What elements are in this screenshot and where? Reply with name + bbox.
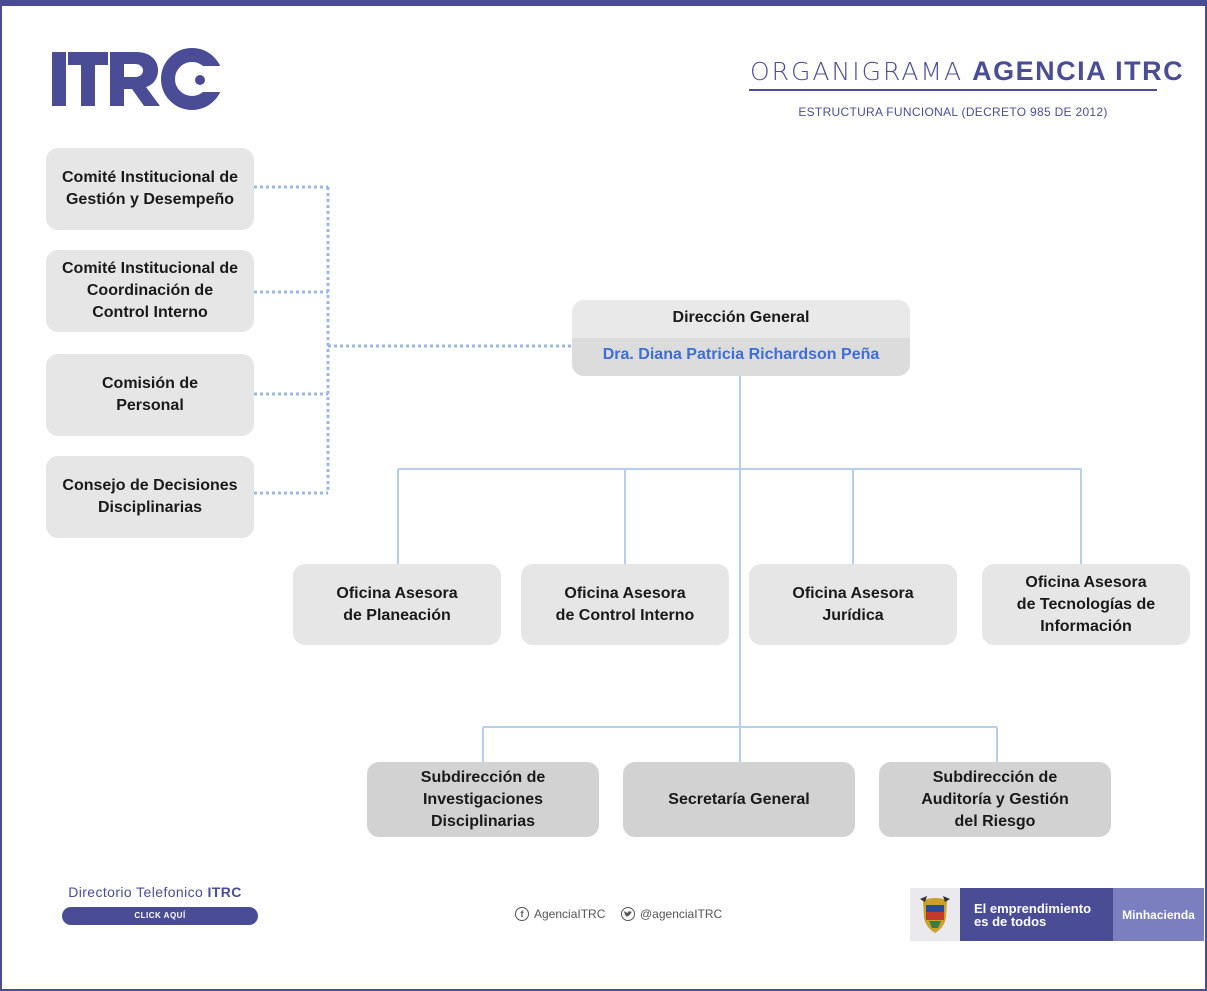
box-line: Subdirección de [420, 768, 546, 786]
facebook-icon: f [515, 907, 529, 921]
box-line: de Tecnologías de [1016, 595, 1156, 613]
committee-box: Consejo de Decisiones Disciplinarias [46, 456, 254, 538]
twitter-handle: @agenciaITRC [640, 907, 723, 921]
twitter-icon [621, 907, 635, 921]
directory-text: Directorio Telefonico [68, 884, 204, 900]
box-line: Disciplinarias [97, 499, 203, 516]
box-line: Subdirección de [932, 768, 1058, 786]
directory-label: Directorio Telefonico ITRC [60, 884, 250, 900]
direccion-general-box: Dirección General Dra. Diana Patricia Ri… [572, 300, 910, 376]
facebook-handle: AgenciaITRC [534, 907, 606, 921]
committee-box: Comisión de Personal [46, 354, 254, 436]
page-title: ORGANIGRAMA AGENCIA ITRC [750, 56, 1183, 87]
subdirection-box: Subdirección de Auditoría y Gestión del … [879, 762, 1111, 837]
office-box: Oficina Asesora de Planeación [293, 564, 501, 645]
subdirection-box: Subdirección de Investigaciones Discipli… [367, 762, 599, 837]
box-line: del Riesgo [954, 812, 1036, 830]
gov-slogan: El emprendimiento es de todos [960, 888, 1113, 941]
box-line: Comisión de [101, 375, 198, 392]
box-line: Secretaría General [668, 790, 810, 808]
box-line: Oficina Asesora [336, 584, 458, 602]
facebook-link[interactable]: f AgenciaITRC [515, 907, 605, 921]
box-line: de Planeación [343, 606, 451, 624]
box-line: Información [1040, 617, 1132, 635]
title-underline [749, 89, 1157, 91]
ministry-label: Minhacienda [1113, 888, 1204, 941]
directory-brand: ITRC [207, 884, 242, 900]
box-line: Comité Institucional de [61, 169, 238, 186]
direccion-name-band [572, 338, 910, 376]
box-line: Consejo de Decisiones [62, 477, 238, 494]
box-line: Oficina Asesora [792, 584, 914, 602]
office-box: Oficina Asesora de Control Interno [521, 564, 729, 645]
title-bold: AGENCIA ITRC [972, 56, 1185, 86]
title-prefix: ORGANIGRAMA [750, 57, 964, 86]
itrc-logo [52, 48, 220, 110]
gov-slogan-line2: es de todos [974, 913, 1047, 929]
box-line: Auditoría y Gestión [921, 790, 1069, 808]
subdirection-box: Secretaría General [623, 762, 855, 837]
committee-box: Comité Institucional de Coordinación de … [46, 250, 254, 332]
director-name: Dra. Diana Patricia Richardson Peña [602, 346, 880, 363]
office-box: Oficina Asesora de Tecnologías de Inform… [982, 564, 1190, 645]
box-line: Control Interno [92, 304, 208, 321]
box-line: Coordinación de [86, 282, 214, 299]
government-banner: El emprendimiento es de todos Minhaciend… [910, 888, 1204, 941]
box-line: Investigaciones [422, 790, 544, 808]
box-line: de Control Interno [555, 606, 695, 624]
box-line: Personal [116, 397, 184, 414]
box-line: Jurídica [822, 606, 884, 624]
committee-box: Comité Institucional de Gestión y Desemp… [46, 148, 254, 230]
box-line: Comité Institucional de [61, 260, 238, 277]
colombia-seal-icon [910, 888, 960, 941]
box-line: Oficina Asesora [564, 584, 686, 602]
solid-connectors [397, 376, 1082, 762]
direccion-title: Dirección General [672, 309, 810, 326]
logo-ring-icon [161, 48, 220, 110]
box-line: Oficina Asesora [1025, 573, 1147, 591]
box-line: Gestión y Desempeño [65, 191, 235, 208]
page-subtitle: ESTRUCTURA FUNCIONAL (DECRETO 985 DE 201… [798, 105, 1108, 119]
dotted-connectors [254, 185, 572, 495]
twitter-link[interactable]: @agenciaITRC [621, 907, 722, 921]
box-line: Disciplinarias [430, 812, 536, 830]
gov-slogan-line1: El emprendimiento [974, 900, 1092, 916]
click-here-button[interactable]: CLICK AQUÍ [62, 907, 258, 925]
office-box: Oficina Asesora Jurídica [749, 564, 957, 645]
